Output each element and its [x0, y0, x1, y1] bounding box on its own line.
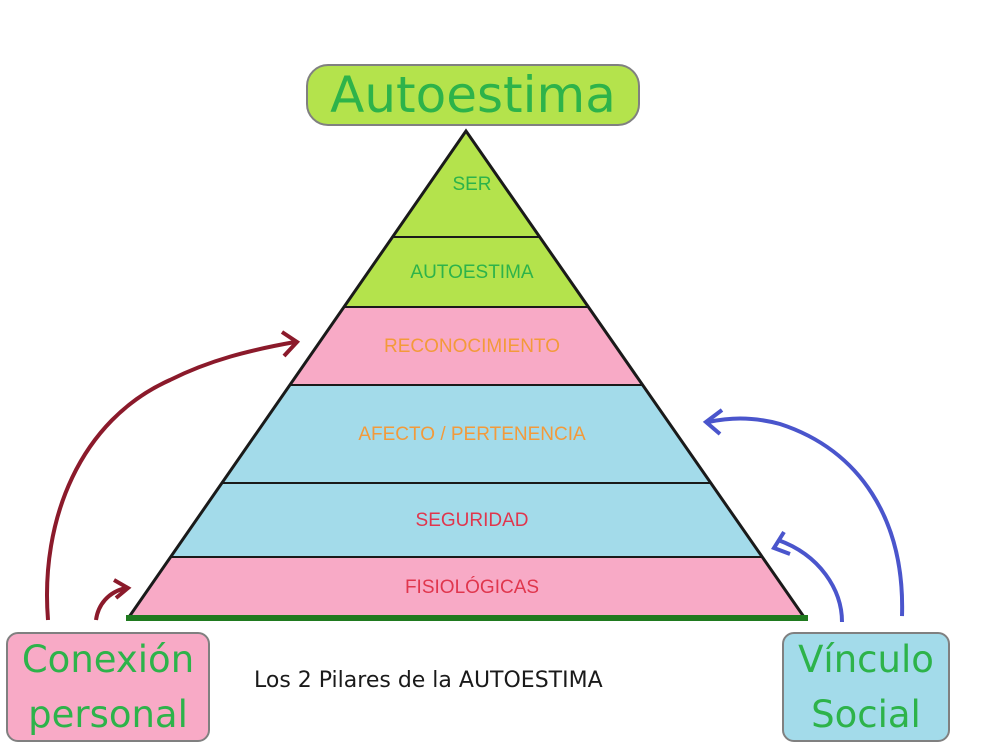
conexion-personal-box: Conexión personal [6, 632, 210, 742]
vinculo-arrow-short [777, 538, 844, 623]
conexion-personal-text: Conexión personal [21, 637, 195, 737]
title-text: Autoestima [330, 66, 616, 124]
pyramid-level-label-5: SEGURIDAD [416, 510, 529, 531]
conexion-arrow-short [94, 586, 127, 621]
conexion-arrow-long [45, 340, 296, 621]
pyramid-labels: SER AUTOESTIMA RECONOCIMIENTO AFECTO / PERT… [358, 174, 586, 598]
vinculo-arrowhead-long [702, 408, 724, 436]
conexion-arrowhead-short [113, 578, 132, 600]
pyramid-level-label-3: RECONOCIMIENTO [384, 336, 560, 357]
pyramid [127, 129, 806, 618]
vinculo-arrowhead-short [771, 530, 791, 556]
pyramid-level-label-2: AUTOESTIMA [410, 262, 533, 283]
pyramid-level-label-4: AFECTO / PERTENENCIA [358, 424, 586, 445]
caption: Los 2 Pilares de la AUTOESTIMA [254, 668, 603, 693]
conexion-arrowhead-long [280, 330, 301, 358]
pyramid-level-label-6: FISIOLÓGICAS [405, 576, 539, 598]
pyramid-level-label-1: SER [452, 174, 491, 195]
vinculo-social-text: Vínculo Social [798, 637, 934, 737]
vinculo-social-box: Vínculo Social [782, 632, 950, 742]
vinculo-arrow-long [707, 416, 905, 617]
title-badge: Autoestima [306, 64, 640, 126]
